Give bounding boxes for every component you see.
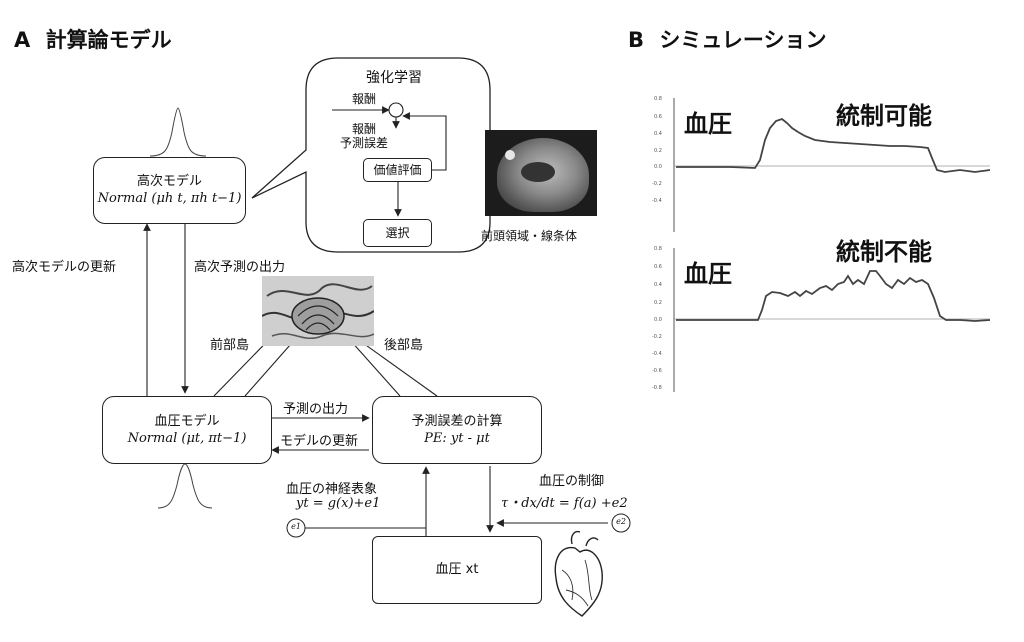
- sim-bottom-tick: -0.6: [652, 368, 662, 374]
- sim-top-right-label: 統制可能: [836, 102, 932, 130]
- bp-box-label: 血圧 xt: [435, 562, 479, 577]
- selection-box: 選択: [363, 219, 432, 247]
- sim-bottom-tick: 0.0: [654, 317, 662, 323]
- panel-a-heading: 計算論モデル: [45, 28, 172, 52]
- sim-bottom-tick: 0.2: [654, 300, 662, 306]
- sim-bottom-tick: 0.4: [654, 282, 662, 288]
- panel-b-heading: シミュレーション: [659, 28, 827, 52]
- control-formula: τ・dx/dt = f(a) +e2: [501, 496, 628, 511]
- sim-top-tick: -0.4: [652, 198, 662, 204]
- high-model-title: 高次モデル: [136, 174, 202, 189]
- bp-gaussian: [157, 463, 213, 509]
- pe-box: 予測誤差の計算 PE: yt - μt: [372, 396, 542, 464]
- noise-e1-circle: [286, 518, 306, 538]
- label-anterior-insula: 前部島: [210, 338, 250, 353]
- rl-reward-label: 報酬: [352, 92, 377, 106]
- panel-a-title: A 計算論モデル: [14, 24, 172, 54]
- brain-mri-image: [485, 130, 597, 216]
- high-model-formula: Normal (μh t, πh t−1): [97, 191, 242, 206]
- sim-bottom-tick: -0.4: [652, 351, 662, 357]
- sim-bottom-left-label: 血圧: [684, 260, 732, 288]
- sim-bottom-tick: 0.8: [654, 246, 662, 252]
- noise-e2-label: e2: [616, 517, 626, 526]
- trace-uncontrollable: [676, 270, 991, 322]
- sim-bottom-right-label: 統制不能: [836, 238, 932, 266]
- neural-formula: yt = g(x)+e1: [296, 496, 381, 511]
- sim-top-tick: 0.0: [654, 164, 662, 170]
- noise-e2-circle: [611, 513, 631, 533]
- sim-top-tick: 0.4: [654, 131, 662, 137]
- noise-e1-label: e1: [291, 522, 301, 531]
- label-posterior-insula: 後部島: [384, 338, 424, 353]
- sim-bottom-tick: 0.6: [654, 264, 662, 270]
- label-pred-out: 予測の出力: [283, 402, 349, 417]
- trace-controllable: [676, 117, 991, 173]
- label-model-update: モデルの更新: [280, 434, 359, 449]
- bp-model-title: 血圧モデル: [154, 414, 220, 429]
- sim-top-tick: 0.8: [654, 96, 662, 102]
- rl-bubble-outline: [251, 57, 491, 253]
- sim-bottom-tick: -0.8: [652, 385, 662, 391]
- rl-title: 強化学習: [366, 70, 422, 86]
- rl-rpe-line2: 予測誤差: [340, 136, 389, 150]
- pe-formula: PE: yt - μt: [424, 431, 490, 446]
- control-title: 血圧の制御: [539, 474, 605, 489]
- bp-model-box: 血圧モデル Normal (μt, πt−1): [102, 396, 272, 464]
- rl-rpe-line1: 報酬: [352, 122, 377, 136]
- pe-title: 予測誤差の計算: [411, 414, 503, 429]
- panel-a-letter: A: [14, 28, 31, 52]
- high-gaussian: [149, 107, 207, 157]
- sim-bottom-tick: -0.2: [652, 334, 662, 340]
- label-update-high: 高次モデルの更新: [12, 260, 117, 275]
- label-high-pred-out: 高次予測の出力: [194, 260, 286, 275]
- bp-box: 血圧 xt: [372, 536, 542, 604]
- high-model-box: 高次モデル Normal (μh t, πh t−1): [93, 157, 246, 224]
- insula-image: [262, 276, 374, 346]
- sim-top-tick: 0.6: [654, 114, 662, 120]
- brain-caption: 前頭領域・線条体: [481, 229, 578, 243]
- sim-top-left-label: 血圧: [684, 110, 732, 138]
- neural-title: 血圧の神経表象: [286, 482, 378, 497]
- panel-b-title: B シミュレーション: [628, 24, 827, 54]
- bp-model-formula: Normal (μt, πt−1): [127, 431, 247, 446]
- sim-top-tick: -0.2: [652, 181, 662, 187]
- panel-b-letter: B: [628, 28, 645, 52]
- sim-top-tick: 0.2: [654, 148, 662, 154]
- value-eval-box: 価値評価: [363, 158, 432, 182]
